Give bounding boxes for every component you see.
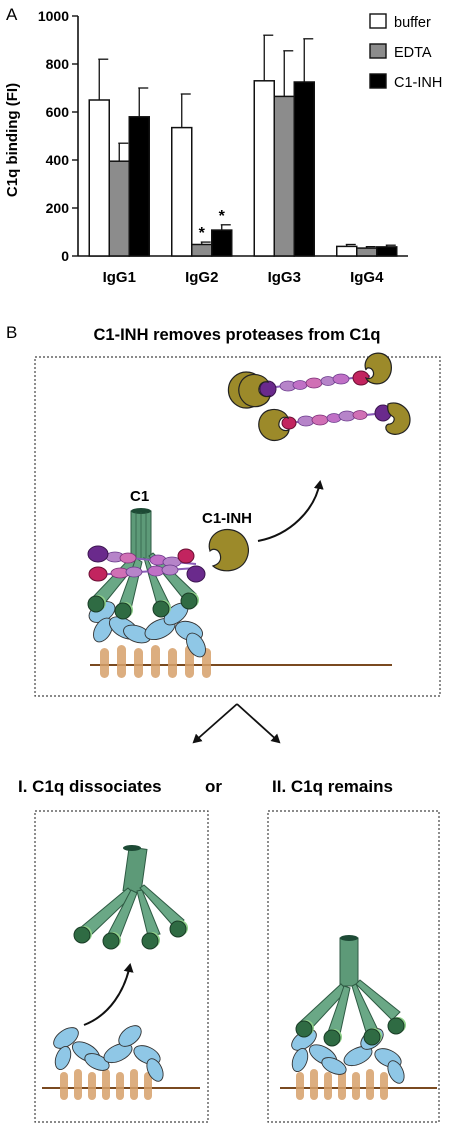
bar-edta-igg4 xyxy=(356,247,378,257)
remaining-c1q-complex xyxy=(280,935,437,1100)
bar-series: ** xyxy=(88,34,398,257)
y-axis: 0 200 400 600 800 1000 xyxy=(38,8,79,264)
c1inh-label: C1-INH xyxy=(202,510,252,527)
bar-edta-igg2 xyxy=(191,243,213,257)
c1-complex xyxy=(87,508,392,678)
bar-c1-inh-igg4 xyxy=(376,246,398,257)
diagram-title: C1-INH removes proteases from C1q xyxy=(93,326,380,344)
c1q-stalk xyxy=(130,508,152,560)
y-tick-label: 600 xyxy=(46,104,70,120)
legend-swatch xyxy=(369,43,387,59)
outcome-1-membrane-complex xyxy=(42,1025,200,1100)
x-axis: IgG1 IgG2 IgG3 IgG4 xyxy=(78,255,408,286)
bar-buffer-igg2 xyxy=(171,126,193,257)
y-tick-label: 400 xyxy=(46,152,70,168)
bar-edta-igg3 xyxy=(273,95,295,257)
legend-label: buffer xyxy=(394,15,431,31)
antibody-right xyxy=(144,602,206,658)
x-tick-label: IgG4 xyxy=(350,269,384,286)
c1inh-molecule xyxy=(208,528,249,572)
y-tick-label: 200 xyxy=(46,200,70,216)
x-tick-label: IgG1 xyxy=(103,269,136,286)
release-arrow xyxy=(257,480,324,542)
released-protease-complex-lower xyxy=(258,402,411,442)
significance-marker: * xyxy=(199,225,206,242)
outcome-2-label: II. C1q remains xyxy=(272,777,393,796)
x-tick-label: IgG2 xyxy=(185,269,218,286)
y-tick-label: 800 xyxy=(46,56,70,72)
protease-c1r-c1s xyxy=(87,545,206,583)
arrow-to-outcome-1 xyxy=(192,703,238,744)
bar-buffer-igg3 xyxy=(253,80,275,257)
panel-a-label: A xyxy=(6,5,18,24)
legend-swatch xyxy=(369,13,387,29)
outcome-1-box xyxy=(34,810,209,1123)
outcome-2-box xyxy=(267,810,440,1123)
legend-label: C1-INH xyxy=(394,75,442,91)
y-tick-label: 1000 xyxy=(38,8,69,24)
outcome-1-label: I. C1q dissociates xyxy=(18,777,162,796)
y-axis-label: C1q binding (FI) xyxy=(4,83,21,197)
legend-swatch xyxy=(369,73,387,89)
dissociated-c1q xyxy=(73,845,188,950)
x-tick-label: IgG3 xyxy=(268,269,301,286)
bar-edta-igg1 xyxy=(108,160,130,257)
bar-buffer-igg4 xyxy=(336,245,358,257)
panel-b-label: B xyxy=(6,323,17,342)
significance-marker: * xyxy=(219,208,226,225)
bar-c1-inh-igg3 xyxy=(293,81,315,257)
bar-c1-inh-igg1 xyxy=(128,116,150,257)
c1q-globular-heads xyxy=(87,592,199,620)
y-tick-label: 0 xyxy=(61,248,69,264)
dissociation-arrow xyxy=(83,963,134,1026)
or-label: or xyxy=(205,777,222,796)
c1-label: C1 xyxy=(130,488,149,505)
released-protease-complex-upper xyxy=(227,352,392,409)
bar-buffer-igg1 xyxy=(88,99,110,257)
arrow-to-outcome-2 xyxy=(236,703,281,744)
bar-c1-inh-igg2 xyxy=(211,229,233,257)
legend-label: EDTA xyxy=(394,45,432,61)
